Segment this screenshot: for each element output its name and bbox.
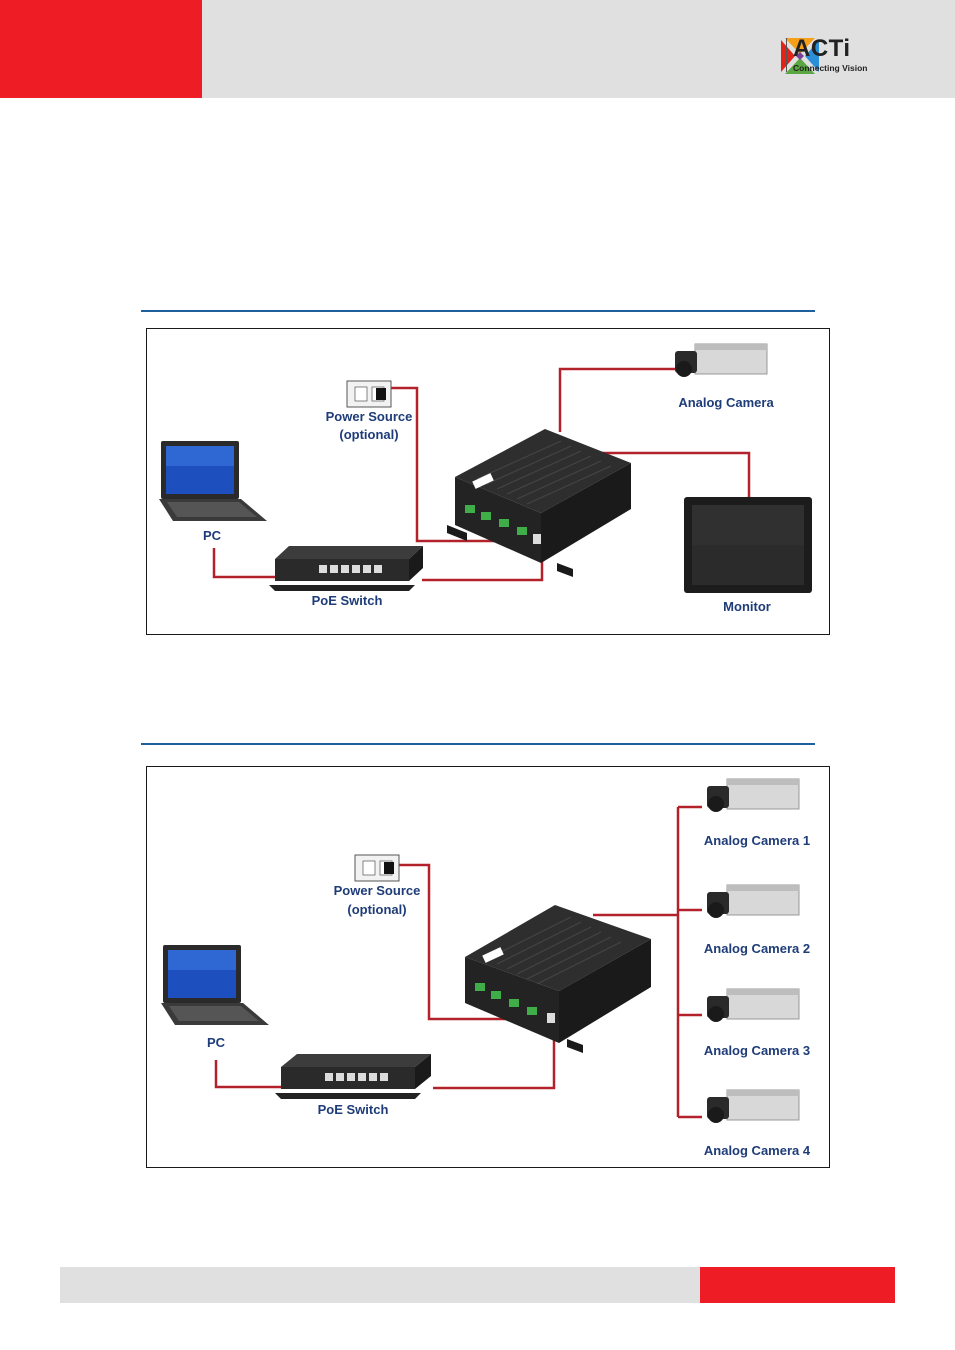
analog-camera-icon-4 [707, 1089, 800, 1123]
header-red-block [0, 0, 202, 98]
section-rule-1 [141, 310, 815, 312]
video-encoder-icon-2 [465, 905, 651, 1053]
monitor-icon [684, 497, 812, 593]
analog-camera-2-label: Analog Camera 2 [703, 941, 811, 956]
analog-camera-label: Analog Camera [678, 395, 774, 410]
video-encoder-icon [447, 429, 631, 577]
laptop-icon-2 [161, 945, 269, 1025]
diagram-1-frame: Power Source (optional) Analog Camera PC… [146, 328, 830, 635]
power-outlet-icon-2 [354, 854, 400, 882]
diagram-2-frame: Power Source (optional) PC PoE Switch An… [146, 766, 830, 1168]
cable-lines-2 [214, 805, 702, 1119]
pc-label-1: PC [202, 528, 222, 543]
footer-red-block [700, 1267, 895, 1303]
analog-camera-icon [675, 343, 768, 377]
power-outlet-icon [346, 380, 392, 408]
power-source-optional-label-2: (optional) [347, 902, 407, 917]
cable-lines [212, 367, 751, 582]
acti-logo-icon [781, 38, 819, 74]
footer-bar [60, 1267, 700, 1303]
logo-separator [786, 38, 787, 72]
analog-camera-3-label: Analog Camera 3 [703, 1043, 811, 1058]
diagram-2-canvas [161, 778, 800, 1123]
pc-label-2: PC [206, 1035, 226, 1050]
poe-switch-icon-2 [275, 1054, 431, 1099]
analog-camera-icon-3 [707, 988, 800, 1022]
analog-camera-icon-1 [707, 778, 800, 812]
laptop-icon [159, 441, 267, 521]
poe-switch-icon [269, 546, 423, 591]
analog-camera-1-label: Analog Camera 1 [703, 833, 811, 848]
power-source-optional-label-1: (optional) [339, 427, 399, 442]
logo-wordmark: ACTi [793, 35, 851, 62]
power-source-label-2: Power Source [333, 883, 421, 898]
analog-camera-4-label: Analog Camera 4 [703, 1143, 811, 1158]
logo-tagline: Connecting Vision [793, 63, 868, 73]
diagram-1-canvas [159, 343, 812, 593]
poe-switch-label-1: PoE Switch [311, 593, 383, 608]
monitor-label: Monitor [723, 599, 771, 614]
analog-camera-icon-2 [707, 884, 800, 918]
poe-switch-label-2: PoE Switch [317, 1102, 389, 1117]
power-source-label-1: Power Source [325, 409, 413, 424]
section-rule-2 [141, 743, 815, 745]
